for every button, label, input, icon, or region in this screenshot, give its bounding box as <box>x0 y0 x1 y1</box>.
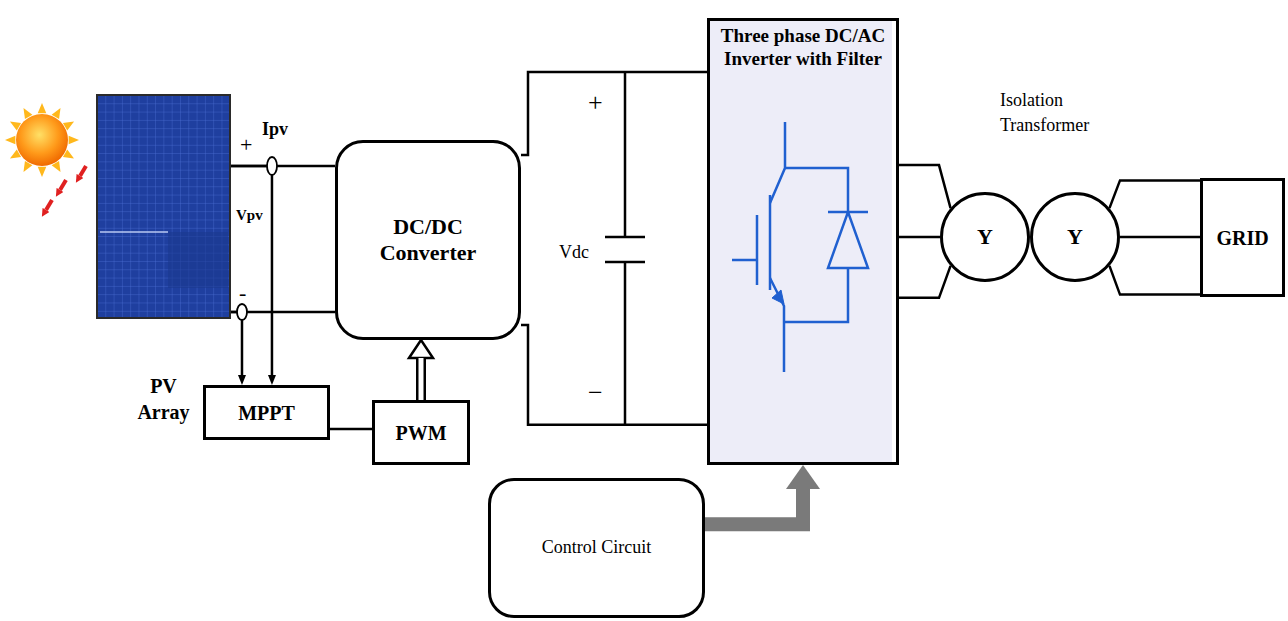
signal-label: − <box>588 380 603 406</box>
wire <box>899 236 940 239</box>
arrow-hollow-core <box>419 358 424 400</box>
wire <box>899 266 951 298</box>
pv-panel <box>97 95 230 318</box>
mppt-box: MPPT <box>203 385 330 440</box>
control-signal-arrow <box>705 489 803 524</box>
converter-box: DC/DC Converter <box>335 140 521 340</box>
wire <box>230 312 242 375</box>
sun-icon <box>5 103 79 177</box>
box-label: PWM <box>389 421 452 445</box>
wire <box>1109 180 1200 208</box>
signal-label: - <box>239 282 246 304</box>
control-box: Control Circuit <box>488 478 705 618</box>
current-sensor <box>237 157 277 320</box>
box-label: Y <box>1061 224 1089 250</box>
component-label: Isolation Transformer <box>1000 88 1135 138</box>
wire <box>899 165 951 208</box>
signal-label: Vpv <box>236 208 263 223</box>
signal-label: + <box>240 134 252 156</box>
sun-ray <box>69 136 79 145</box>
box-label: Y <box>971 224 999 250</box>
wire <box>1109 266 1200 295</box>
box-label: Control Circuit <box>536 537 658 559</box>
wire <box>521 72 707 155</box>
signal-label: Vdc <box>559 243 589 261</box>
control-arrow <box>416 358 426 400</box>
sun-ray <box>38 103 47 113</box>
wire <box>230 166 272 375</box>
box-label: MPPT <box>232 401 301 425</box>
sun-rays-arrows <box>46 166 86 210</box>
sun-ray <box>5 136 15 145</box>
array-heading: PV Array <box>123 373 205 425</box>
wire <box>330 428 372 431</box>
transformer-winding: Y <box>940 192 1030 282</box>
signal-label: + <box>588 90 603 116</box>
grid-box: GRID <box>1200 178 1285 297</box>
signal-label: Ipv <box>262 120 288 138</box>
sun-ray <box>38 167 47 177</box>
sun-disc <box>16 114 68 166</box>
box-label: Three phase DC/AC Inverter with Filter <box>710 25 896 71</box>
inverter-box: Three phase DC/AC Inverter with Filter <box>707 18 899 465</box>
box-label: GRID <box>1210 226 1274 250</box>
box-label: DC/DC Converter <box>338 214 518 267</box>
transformer-winding: Y <box>1030 192 1120 282</box>
pv-array: PV Array <box>97 95 230 318</box>
wire <box>521 325 707 425</box>
wire <box>1120 236 1200 239</box>
inverter-fill <box>708 19 892 464</box>
igbt-symbol <box>732 122 868 372</box>
pwm-box: PWM <box>372 400 470 465</box>
dc-link-capacitor <box>605 72 645 425</box>
